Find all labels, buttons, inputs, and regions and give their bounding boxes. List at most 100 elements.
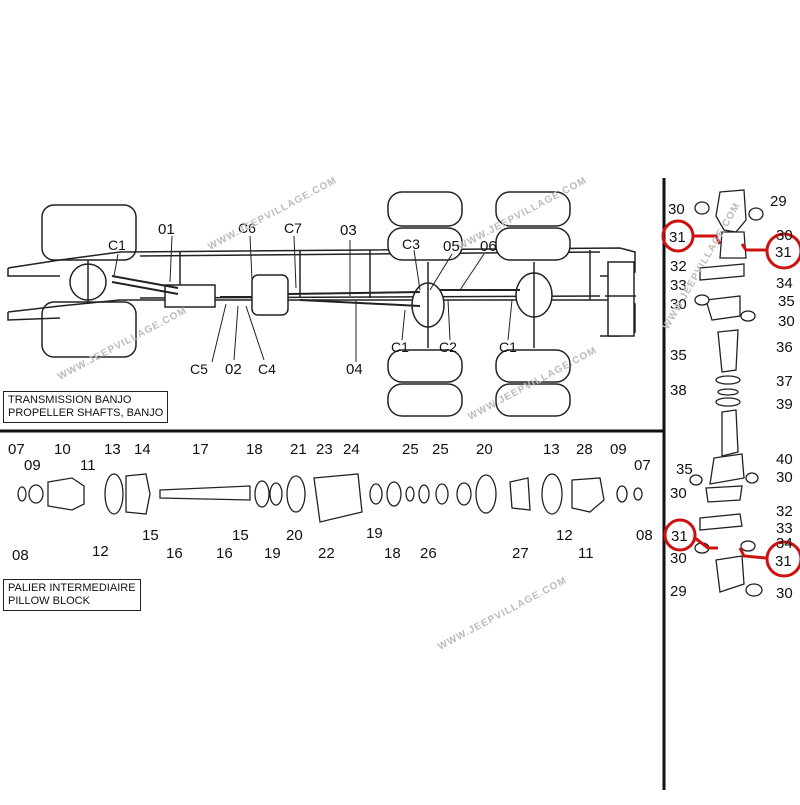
highlight-leader-2 <box>740 243 766 252</box>
label-c6: C6 <box>238 220 256 236</box>
label-02: 02 <box>225 361 242 378</box>
label-37: 37 <box>776 373 793 390</box>
label-16-a: 16 <box>166 545 183 562</box>
label-c1-rear: C1 <box>499 339 517 355</box>
highlight-leader-1 <box>694 234 722 245</box>
label-23: 23 <box>316 441 333 458</box>
highlight-circle-31-top-left <box>661 219 695 253</box>
label-08: 08 <box>12 547 29 564</box>
label-12-b: 12 <box>556 527 573 544</box>
highlight-circle-31-bottom-left <box>663 518 697 552</box>
label-38: 38 <box>670 382 687 399</box>
highlight-callouts <box>661 219 800 578</box>
label-13-right: 13 <box>543 441 560 458</box>
label-04: 04 <box>346 361 363 378</box>
label-30-h: 30 <box>776 585 793 602</box>
label-c1-front: C1 <box>108 237 126 253</box>
highlight-circle-31-top-right <box>765 232 800 270</box>
label-01: 01 <box>158 221 175 238</box>
label-31-a: 31 <box>669 229 686 246</box>
label-24: 24 <box>343 441 360 458</box>
shaft-drawing <box>689 189 764 597</box>
label-30-g: 30 <box>670 550 687 567</box>
label-39: 39 <box>776 396 793 413</box>
caption-pillow-block: PALIER INTERMEDIAIRE PILLOW BLOCK <box>3 579 141 611</box>
label-20-top: 20 <box>476 441 493 458</box>
label-29-top: 29 <box>770 193 787 210</box>
label-30-e: 30 <box>776 469 793 486</box>
chassis-drawing <box>7 191 636 417</box>
label-31-c: 31 <box>671 528 688 545</box>
label-35-c: 35 <box>676 461 693 478</box>
label-34-b: 34 <box>776 535 793 552</box>
caption-line-1: TRANSMISSION BANJO <box>8 394 132 406</box>
label-31-d: 31 <box>775 553 792 570</box>
label-19-b: 19 <box>366 525 383 542</box>
label-32: 32 <box>670 258 687 275</box>
caption-line-2: PILLOW BLOCK <box>8 595 90 607</box>
label-c5: C5 <box>190 361 208 377</box>
label-16-b: 16 <box>216 545 233 562</box>
label-17: 17 <box>192 441 209 458</box>
label-32-b: 32 <box>776 503 793 520</box>
label-10: 10 <box>54 441 71 458</box>
label-30-f: 30 <box>670 485 687 502</box>
highlight-leader-4 <box>738 547 767 560</box>
label-30-a: 30 <box>668 201 685 218</box>
label-34: 34 <box>776 275 793 292</box>
highlight-leader-3 <box>694 536 718 550</box>
label-18: 18 <box>246 441 263 458</box>
label-11: 11 <box>80 457 96 474</box>
label-31-b: 31 <box>775 244 792 261</box>
label-15-a: 15 <box>142 527 159 544</box>
pillow-block-labels: 07 09 10 11 13 14 17 18 21 23 24 25 25 2… <box>8 441 653 564</box>
label-09: 09 <box>24 457 41 474</box>
shaft-labels: 29 30 30 31 31 32 33 34 30 35 30 35 36 3… <box>668 193 795 602</box>
label-19: 19 <box>264 545 281 562</box>
label-29-bottom: 29 <box>670 583 687 600</box>
label-c3: C3 <box>402 236 420 252</box>
label-30-d: 30 <box>778 313 795 330</box>
label-35-b: 35 <box>670 347 687 364</box>
label-30-c: 30 <box>670 296 687 313</box>
label-28: 28 <box>576 441 593 458</box>
watermark-5: WWW.JEEPVILLAGE.COM <box>436 575 569 653</box>
label-c2: C2 <box>439 339 457 355</box>
label-20-bottom: 20 <box>286 527 303 544</box>
label-13: 13 <box>104 441 121 458</box>
label-40: 40 <box>776 451 793 468</box>
label-c4: C4 <box>258 361 276 377</box>
label-18-b: 18 <box>384 545 401 562</box>
label-11-b: 11 <box>578 545 594 562</box>
label-26: 26 <box>420 545 437 562</box>
label-33-b: 33 <box>776 520 793 537</box>
label-35: 35 <box>778 293 795 310</box>
label-15-b: 15 <box>232 527 249 544</box>
label-c7: C7 <box>284 220 302 236</box>
label-05: 05 <box>443 238 460 255</box>
label-14: 14 <box>134 441 151 458</box>
label-06: 06 <box>480 238 497 255</box>
label-25-b: 25 <box>432 441 449 458</box>
caption-line-1: PALIER INTERMEDIAIRE <box>8 582 136 594</box>
label-27: 27 <box>512 545 529 562</box>
label-c1-mid: C1 <box>391 339 409 355</box>
caption-transmission-banjo: TRANSMISSION BANJO PROPELLER SHAFTS, BAN… <box>3 391 169 423</box>
caption-line-2: PROPELLER SHAFTS, BANJO <box>8 407 164 419</box>
label-25-a: 25 <box>402 441 419 458</box>
chassis-leaders <box>113 235 513 363</box>
label-08-b: 08 <box>636 527 653 544</box>
label-07: 07 <box>8 441 25 458</box>
label-09-right: 09 <box>610 441 627 458</box>
label-21: 21 <box>290 441 307 458</box>
label-07-right: 07 <box>634 457 651 474</box>
highlight-circle-31-bottom-right <box>765 540 800 578</box>
label-33: 33 <box>670 277 687 294</box>
label-36: 36 <box>776 339 793 356</box>
watermark-1: WWW.JEEPVILLAGE.COM <box>206 175 339 253</box>
label-12: 12 <box>92 543 109 560</box>
label-03: 03 <box>340 222 357 239</box>
chassis-labels: 01 C1 C6 C7 03 C3 05 06 C5 02 C4 04 C1 C… <box>108 220 517 378</box>
